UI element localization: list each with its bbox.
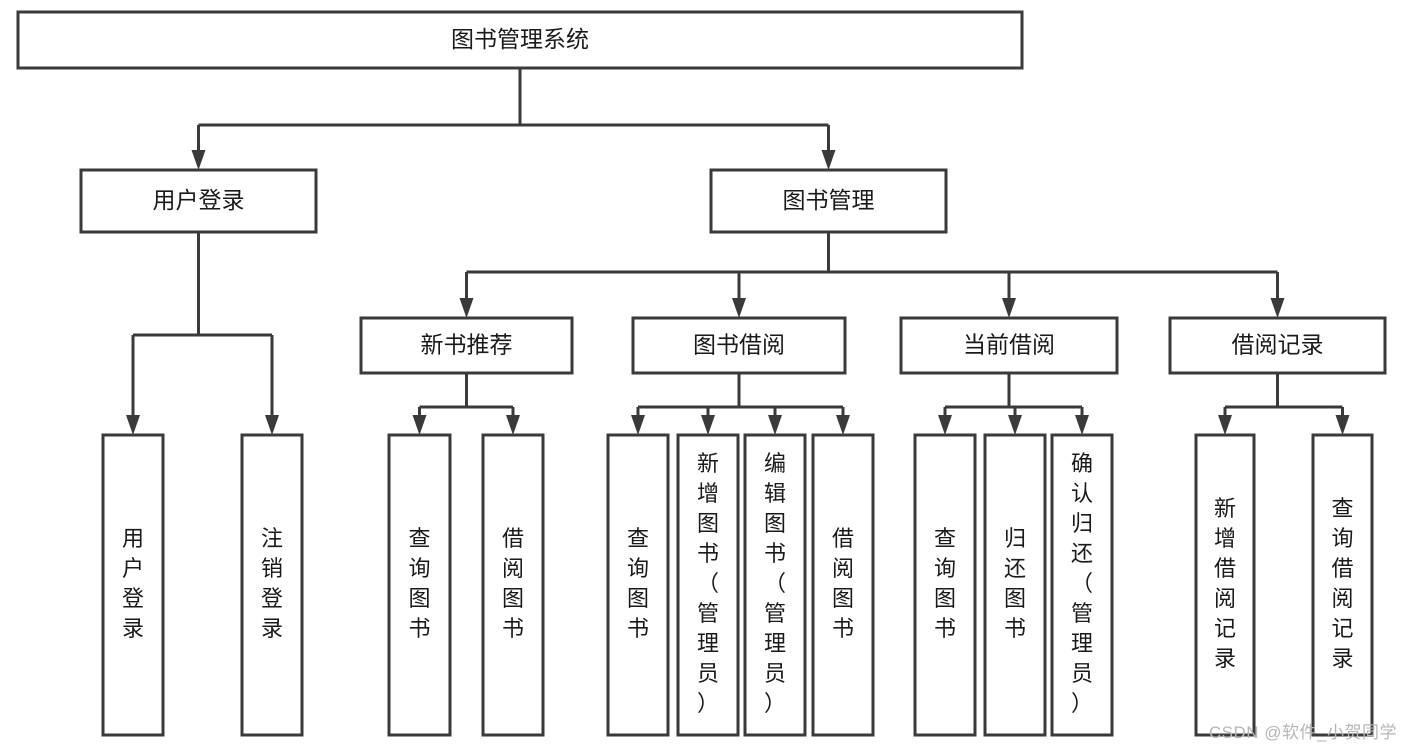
node-label: 借阅记录 <box>1232 332 1324 358</box>
node-label: 查询图书 <box>934 526 956 641</box>
node-label: 编辑图书（管理员） <box>764 451 786 716</box>
node-root-图书管理系统[interactable]: 图书管理系统 <box>16 10 1024 70</box>
node-label: 图书管理系统 <box>451 26 589 52</box>
node-leaf-11[interactable]: 新增借阅记录 <box>1194 433 1256 737</box>
node-leaf-5[interactable]: 新增图书（管理员） <box>676 433 740 737</box>
node-leaf-10[interactable]: 确认归还（管理员） <box>1050 433 1114 737</box>
node-label: 注销登录 <box>261 526 283 641</box>
node-label: 归还图书 <box>1004 526 1026 641</box>
node-label: 图书借阅 <box>693 332 785 358</box>
node-label: 新书推荐 <box>421 332 513 358</box>
node-label: 用户登录 <box>122 526 144 641</box>
node-l2-0[interactable]: 用户登录 <box>79 168 318 234</box>
node-label: 确认归还（管理员） <box>1071 451 1093 716</box>
node-leaf-6[interactable]: 编辑图书（管理员） <box>743 433 807 737</box>
node-leaf-4[interactable]: 查询图书 <box>606 433 670 737</box>
node-leaf-2[interactable]: 查询图书 <box>387 433 452 737</box>
node-l2-1[interactable]: 图书管理 <box>709 168 948 234</box>
connector-layer <box>126 68 1350 435</box>
node-leaf-9[interactable]: 归还图书 <box>983 433 1047 737</box>
node-label: 新增借阅记录 <box>1214 496 1236 671</box>
node-label: 新增图书（管理员） <box>697 451 719 716</box>
node-label: 借阅图书 <box>502 526 524 641</box>
node-leaf-1[interactable]: 注销登录 <box>240 433 304 737</box>
node-leaf-3[interactable]: 借阅图书 <box>481 433 545 737</box>
node-l3-0[interactable]: 新书推荐 <box>359 316 574 375</box>
node-leaf-8[interactable]: 查询图书 <box>913 433 977 737</box>
node-label: 查询借阅记录 <box>1331 496 1353 671</box>
node-l3-1[interactable]: 图书借阅 <box>631 316 847 375</box>
node-label: 查询图书 <box>408 526 430 641</box>
node-label: 借阅图书 <box>832 526 854 641</box>
node-l3-3[interactable]: 借阅记录 <box>1168 316 1387 375</box>
node-leaf-7[interactable]: 借阅图书 <box>811 433 875 737</box>
node-layer: 图书管理系统用户登录图书管理新书推荐图书借阅当前借阅借阅记录用户登录注销登录查询… <box>16 10 1387 737</box>
node-leaf-0[interactable]: 用户登录 <box>101 433 165 737</box>
node-l3-2[interactable]: 当前借阅 <box>899 316 1119 375</box>
node-label: 当前借阅 <box>963 332 1055 358</box>
node-label: 图书管理 <box>783 187 875 213</box>
node-leaf-12[interactable]: 查询借阅记录 <box>1311 433 1374 737</box>
node-label: 用户登录 <box>153 187 245 213</box>
node-label: 查询图书 <box>627 526 649 641</box>
